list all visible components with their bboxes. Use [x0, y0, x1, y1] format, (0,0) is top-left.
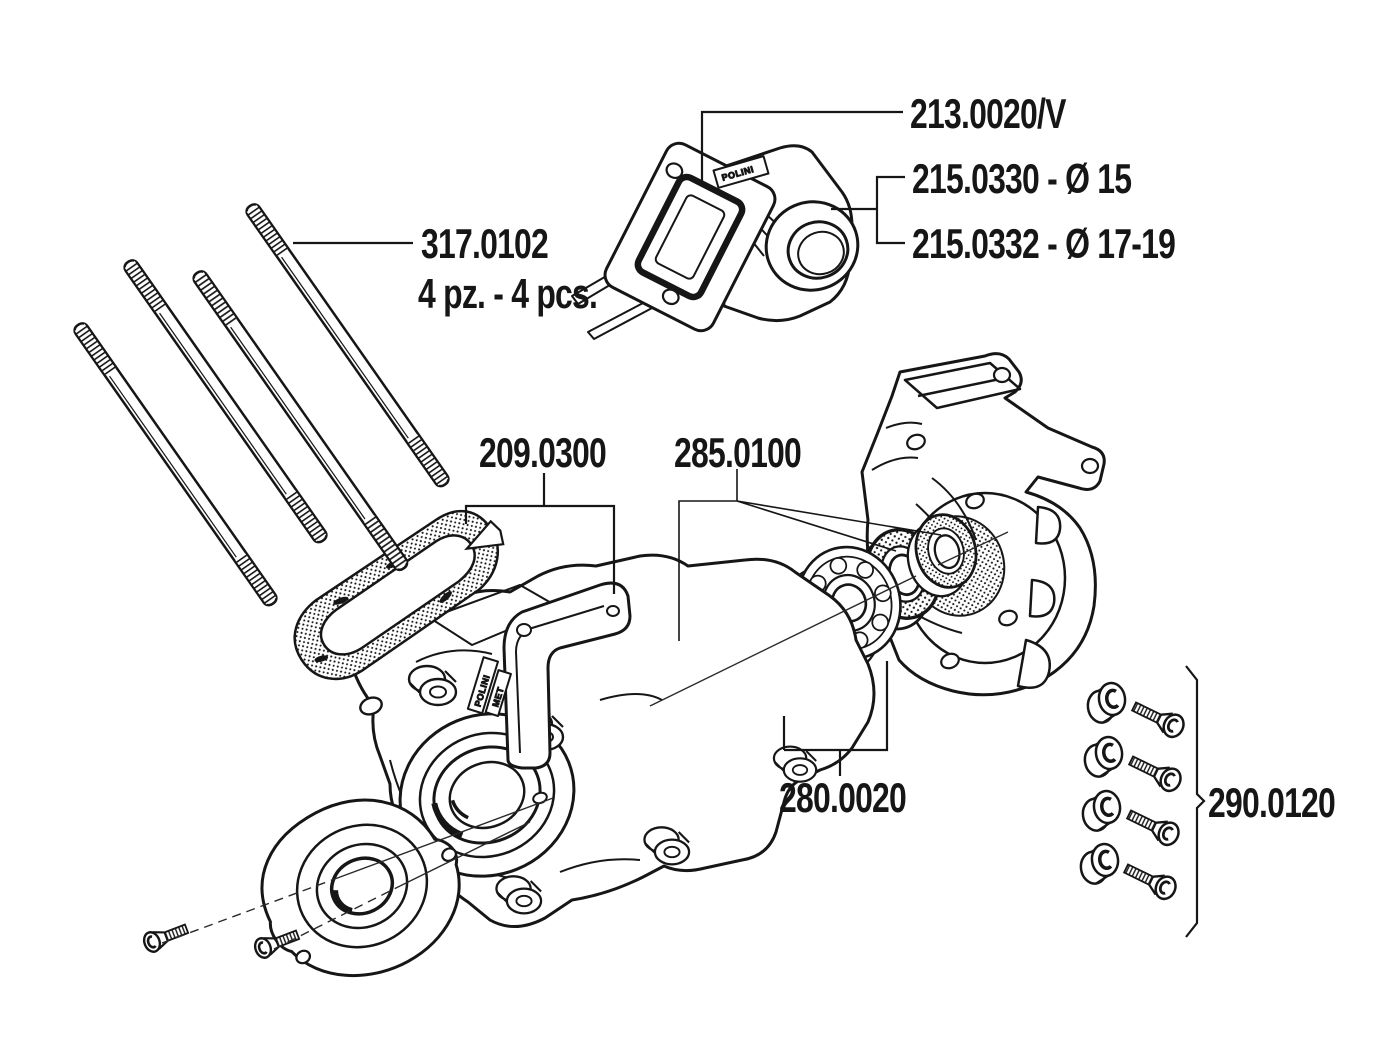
- callout-labels: 213.0020/V 215.0330 - Ø 15 215.0332 - Ø …: [418, 90, 1336, 826]
- base-gasket: [293, 509, 505, 681]
- leader-209-bracket: [464, 473, 616, 594]
- cover-screw-1: [140, 918, 192, 956]
- bolt-3: [1122, 802, 1184, 850]
- crankcase-half-right: [860, 352, 1106, 697]
- reed-block-flange: [603, 141, 777, 333]
- callout-nuts-bolts: 290.0120: [1208, 779, 1335, 826]
- bolt-1: [1127, 694, 1189, 742]
- cylinder-studs: [71, 200, 453, 609]
- bolt-4: [1119, 856, 1181, 904]
- stud-4: [243, 200, 453, 490]
- callout-studs-qty: 4 pz. - 4 pcs.: [418, 270, 597, 317]
- stud-1: [71, 319, 281, 609]
- nut-4: [1076, 840, 1123, 888]
- nut-1: [1083, 679, 1130, 727]
- leader-215-bracket: [831, 175, 905, 245]
- nut-2: [1080, 733, 1127, 781]
- leader-213: [700, 110, 903, 186]
- polini-tab: POLINI: [712, 155, 770, 189]
- polini-met-plates: POLINI MET: [466, 656, 512, 718]
- leader-280-bracket: [782, 661, 889, 776]
- callout-manifold-d15: 215.0330 - Ø 15: [912, 155, 1131, 202]
- callout-manifold-d17-19: 215.0332 - Ø 17-19: [912, 220, 1175, 267]
- nut-3: [1078, 787, 1125, 835]
- leader-285: [678, 469, 942, 641]
- callout-studs: 317.0102: [421, 220, 548, 267]
- bolt-2: [1124, 748, 1186, 796]
- intake-manifold: POLINI: [571, 141, 860, 340]
- callout-leader-lines: [293, 110, 1206, 938]
- case-bolt-holes: [906, 433, 1018, 670]
- callout-bearings: 280.0020: [779, 774, 906, 821]
- callout-oil-seals: 285.0100: [674, 429, 801, 476]
- callout-manifold-kit: 213.0020/V: [910, 90, 1067, 137]
- axis-centerlines: [161, 531, 1009, 950]
- leader-290-brace: [1185, 665, 1206, 938]
- nut-bolt-set: [1076, 679, 1189, 904]
- flange-cover: [260, 798, 461, 978]
- callout-gaskets: 209.0300: [479, 429, 606, 476]
